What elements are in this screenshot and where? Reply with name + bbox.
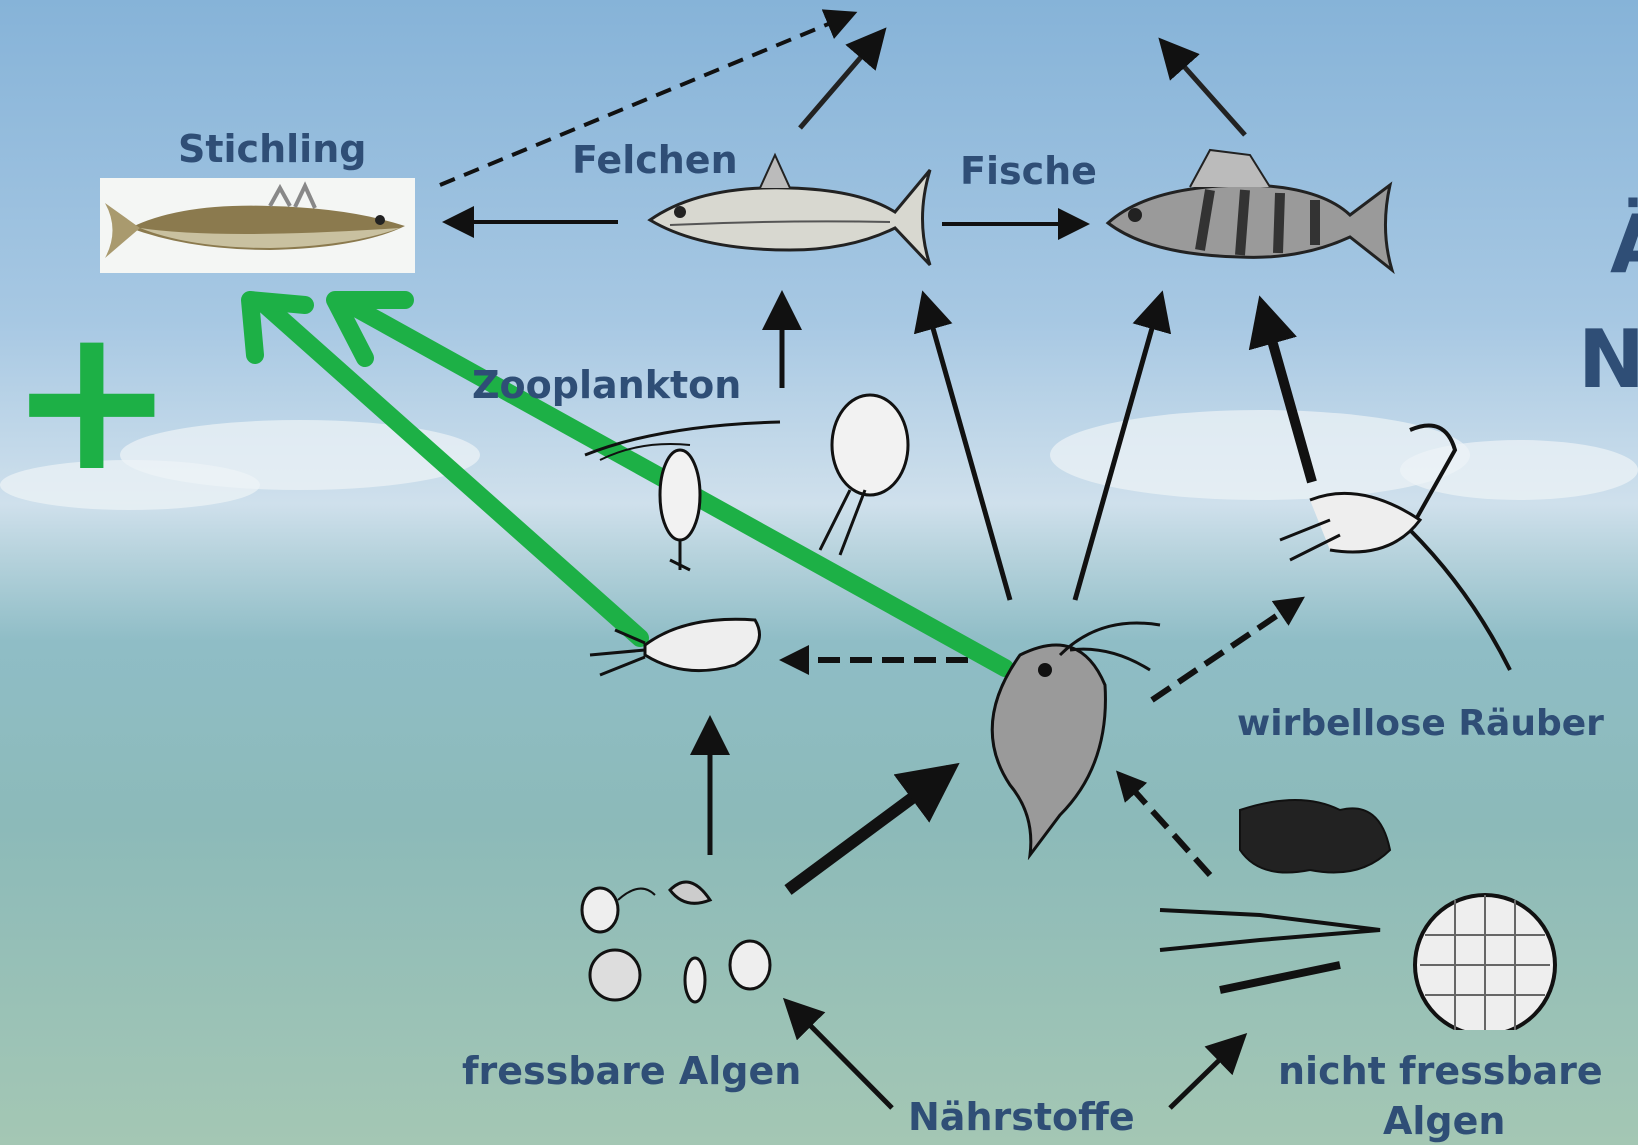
perch-drawing <box>1100 145 1400 285</box>
arrow-daphnia-felchen <box>925 300 1010 600</box>
label-fische: Fische <box>960 152 1097 190</box>
plus-sign: + <box>8 300 176 500</box>
label-felchen: Felchen <box>572 141 738 179</box>
arrow-daphnia-fische <box>1075 300 1160 600</box>
rotifer-drawing <box>790 390 920 560</box>
arrow-felchen-up <box>800 35 880 128</box>
copepod-lower-drawing <box>585 595 785 705</box>
daphnia-drawing <box>960 615 1170 860</box>
arrow-naehrstoffe-inedible <box>1170 1040 1240 1108</box>
edge-text-2: N <box>1578 320 1638 400</box>
label-zooplankton: Zooplankton <box>472 366 741 404</box>
label-naehrstoffe: Nährstoffe <box>908 1098 1135 1136</box>
invertebrate-predator-drawing <box>1270 410 1520 690</box>
label-fressbare-algen: fressbare Algen <box>462 1052 801 1090</box>
stickleback-photo <box>100 178 415 273</box>
label-wirbellose-raeuber: wirbellose Räuber <box>1237 706 1604 742</box>
edge-text-1: Ä <box>1610 205 1638 285</box>
label-nicht-fressbare-1: nicht fressbare <box>1278 1052 1603 1090</box>
edible-algae-drawing <box>570 860 810 1030</box>
arrow-fische-up <box>1165 45 1245 135</box>
label-nicht-fressbare-2: Algen <box>1383 1102 1505 1140</box>
copepod-drawing <box>580 400 790 575</box>
label-stichling: Stichling <box>178 130 366 168</box>
inedible-algae-drawing <box>1140 790 1560 1030</box>
arrow-algen-daphnia <box>788 770 950 890</box>
